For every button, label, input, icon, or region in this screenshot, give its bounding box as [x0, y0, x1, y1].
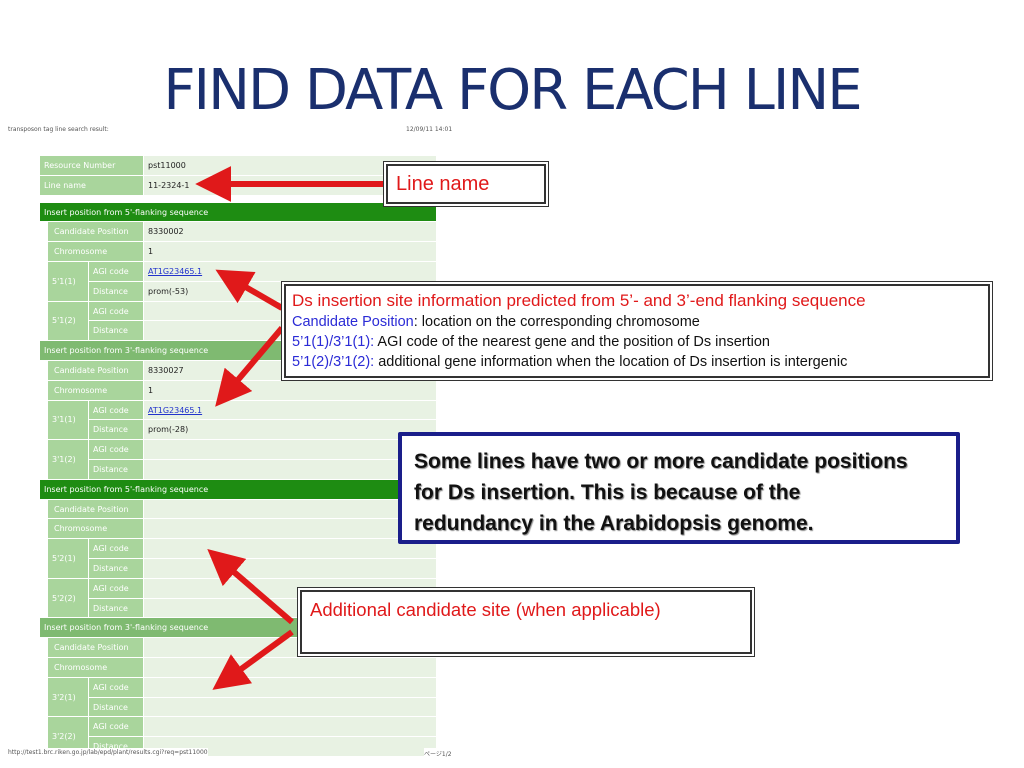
distance-label: Distance — [88, 598, 143, 619]
distance-label: Distance — [88, 420, 143, 441]
chromosome-value — [144, 519, 436, 539]
section-header: Insert position from 5'-flanking sequenc… — [40, 479, 436, 500]
group-label: 3'2(1) — [48, 677, 88, 718]
distance-label: Distance — [88, 558, 143, 579]
distance-value: prom(-28) — [144, 420, 436, 441]
chromosome-label: Chromosome — [48, 242, 143, 261]
line-name-callout: Line name — [386, 164, 546, 204]
distance-label: Distance — [88, 459, 143, 480]
distance-label: Distance — [88, 281, 143, 302]
footer-url: http://test1.brc.riken.go.jp/lab/epd/pla… — [8, 748, 208, 757]
section-header: Insert position from 5'-flanking sequenc… — [40, 202, 436, 223]
agi-code-label: AGI code — [88, 400, 143, 421]
ds-info-line-3-key: 5’1(2)/3’1(2): — [292, 354, 375, 370]
candidate-position-label: Candidate Position — [48, 638, 143, 657]
agi-code-link[interactable]: AT1G23465.1 — [148, 266, 203, 276]
candidate-position-label: Candidate Position — [48, 360, 143, 380]
chromosome-value: 1 — [144, 242, 436, 261]
agi-code-value — [144, 717, 436, 738]
ds-info-line-1: Candidate Position: location on the corr… — [292, 314, 700, 330]
agi-code-label: AGI code — [88, 677, 143, 698]
arrow-additional-up — [207, 549, 294, 625]
agi-group: 3'1(2) AGI code Distance — [40, 440, 436, 480]
page-date: 12/09/11 14:01 — [406, 126, 453, 133]
footer-page: ページ1/2 — [424, 748, 452, 759]
candidate-position-label: Candidate Position — [48, 222, 143, 242]
agi-code-label: AGI code — [88, 578, 143, 599]
candidate-position-label: Candidate Position — [48, 499, 143, 519]
resource-number-label: Resource Number — [40, 156, 143, 175]
agi-code-value — [144, 440, 436, 460]
chromosome-label: Chromosome — [48, 519, 143, 539]
distance-value — [144, 697, 436, 718]
ds-info-line-2: 5’1(1)/3’1(1): AGI code of the nearest g… — [292, 334, 770, 350]
line-name-label: Line name — [40, 175, 143, 195]
group-label: 5'2(2) — [48, 578, 88, 619]
candidate-position-row: Candidate Position — [40, 499, 436, 520]
distance-value — [144, 459, 436, 480]
chromosome-label: Chromosome — [48, 657, 143, 677]
agi-code-label: AGI code — [88, 717, 143, 738]
page-header: transposon tag line search result: — [8, 126, 109, 133]
agi-code-label: AGI code — [88, 261, 143, 282]
agi-code-link[interactable]: AT1G23465.1 — [148, 405, 203, 415]
candidate-position-value — [144, 499, 436, 519]
agi-code-label: AGI code — [88, 440, 143, 460]
candidate-position-row: Candidate Position 8330002 — [40, 222, 436, 243]
redundancy-callout: Some lines have two or more candidate po… — [398, 432, 960, 544]
ds-info-line-2-key: 5’1(1)/3’1(1): — [292, 334, 375, 350]
redundancy-callout-text: Some lines have two or more candidate po… — [414, 450, 908, 535]
group-label: 3'1(1) — [48, 400, 88, 441]
group-label: 3'1(2) — [48, 440, 88, 480]
arrow-additional-down — [212, 629, 294, 690]
ds-info-line-1-key: Candidate Position — [292, 314, 414, 330]
distance-value — [144, 737, 436, 757]
chromosome-label: Chromosome — [48, 380, 143, 400]
distance-label: Distance — [88, 697, 143, 718]
agi-code-label: AGI code — [88, 301, 143, 322]
ds-info-line-3-text: additional gene information when the loc… — [374, 354, 848, 370]
distance-label: Distance — [88, 321, 143, 342]
arrow-ds-info-up — [215, 269, 284, 311]
additional-candidate-text: Additional candidate site (when applicab… — [310, 599, 661, 620]
slide-title: FIND DATA FOR EACH LINE — [163, 58, 862, 123]
additional-candidate-callout: Additional candidate site (when applicab… — [300, 590, 752, 654]
line-name-callout-text: Line name — [396, 173, 490, 195]
agi-code-label: AGI code — [88, 539, 143, 559]
ds-info-line-2-text: AGI code of the nearest gene and the pos… — [374, 334, 770, 350]
ds-info-line-3: 5’1(2)/3’1(2): additional gene informati… — [292, 354, 847, 370]
group-label: 5'1(1) — [48, 261, 88, 302]
candidate-position-value: 8330002 — [144, 222, 436, 242]
chromosome-row: Chromosome 1 — [40, 242, 436, 262]
ds-info-heading: Ds insertion site information predicted … — [292, 291, 866, 310]
ds-info-callout: Ds insertion site information predicted … — [284, 284, 990, 378]
ds-info-line-1-text: : location on the corresponding chromoso… — [413, 314, 700, 330]
chromosome-row: Chromosome — [40, 519, 436, 540]
agi-group: 3'2(1) AGI code Distance — [40, 677, 436, 718]
group-label: 5'1(2) — [48, 301, 88, 342]
group-label: 5'2(1) — [48, 539, 88, 579]
arrow-ds-info-down — [215, 326, 285, 407]
agi-group: 3'1(1) AGI code AT1G23465.1 Distance pro… — [40, 400, 436, 441]
agi-group: 3'2(2) AGI code Distance — [40, 717, 436, 757]
